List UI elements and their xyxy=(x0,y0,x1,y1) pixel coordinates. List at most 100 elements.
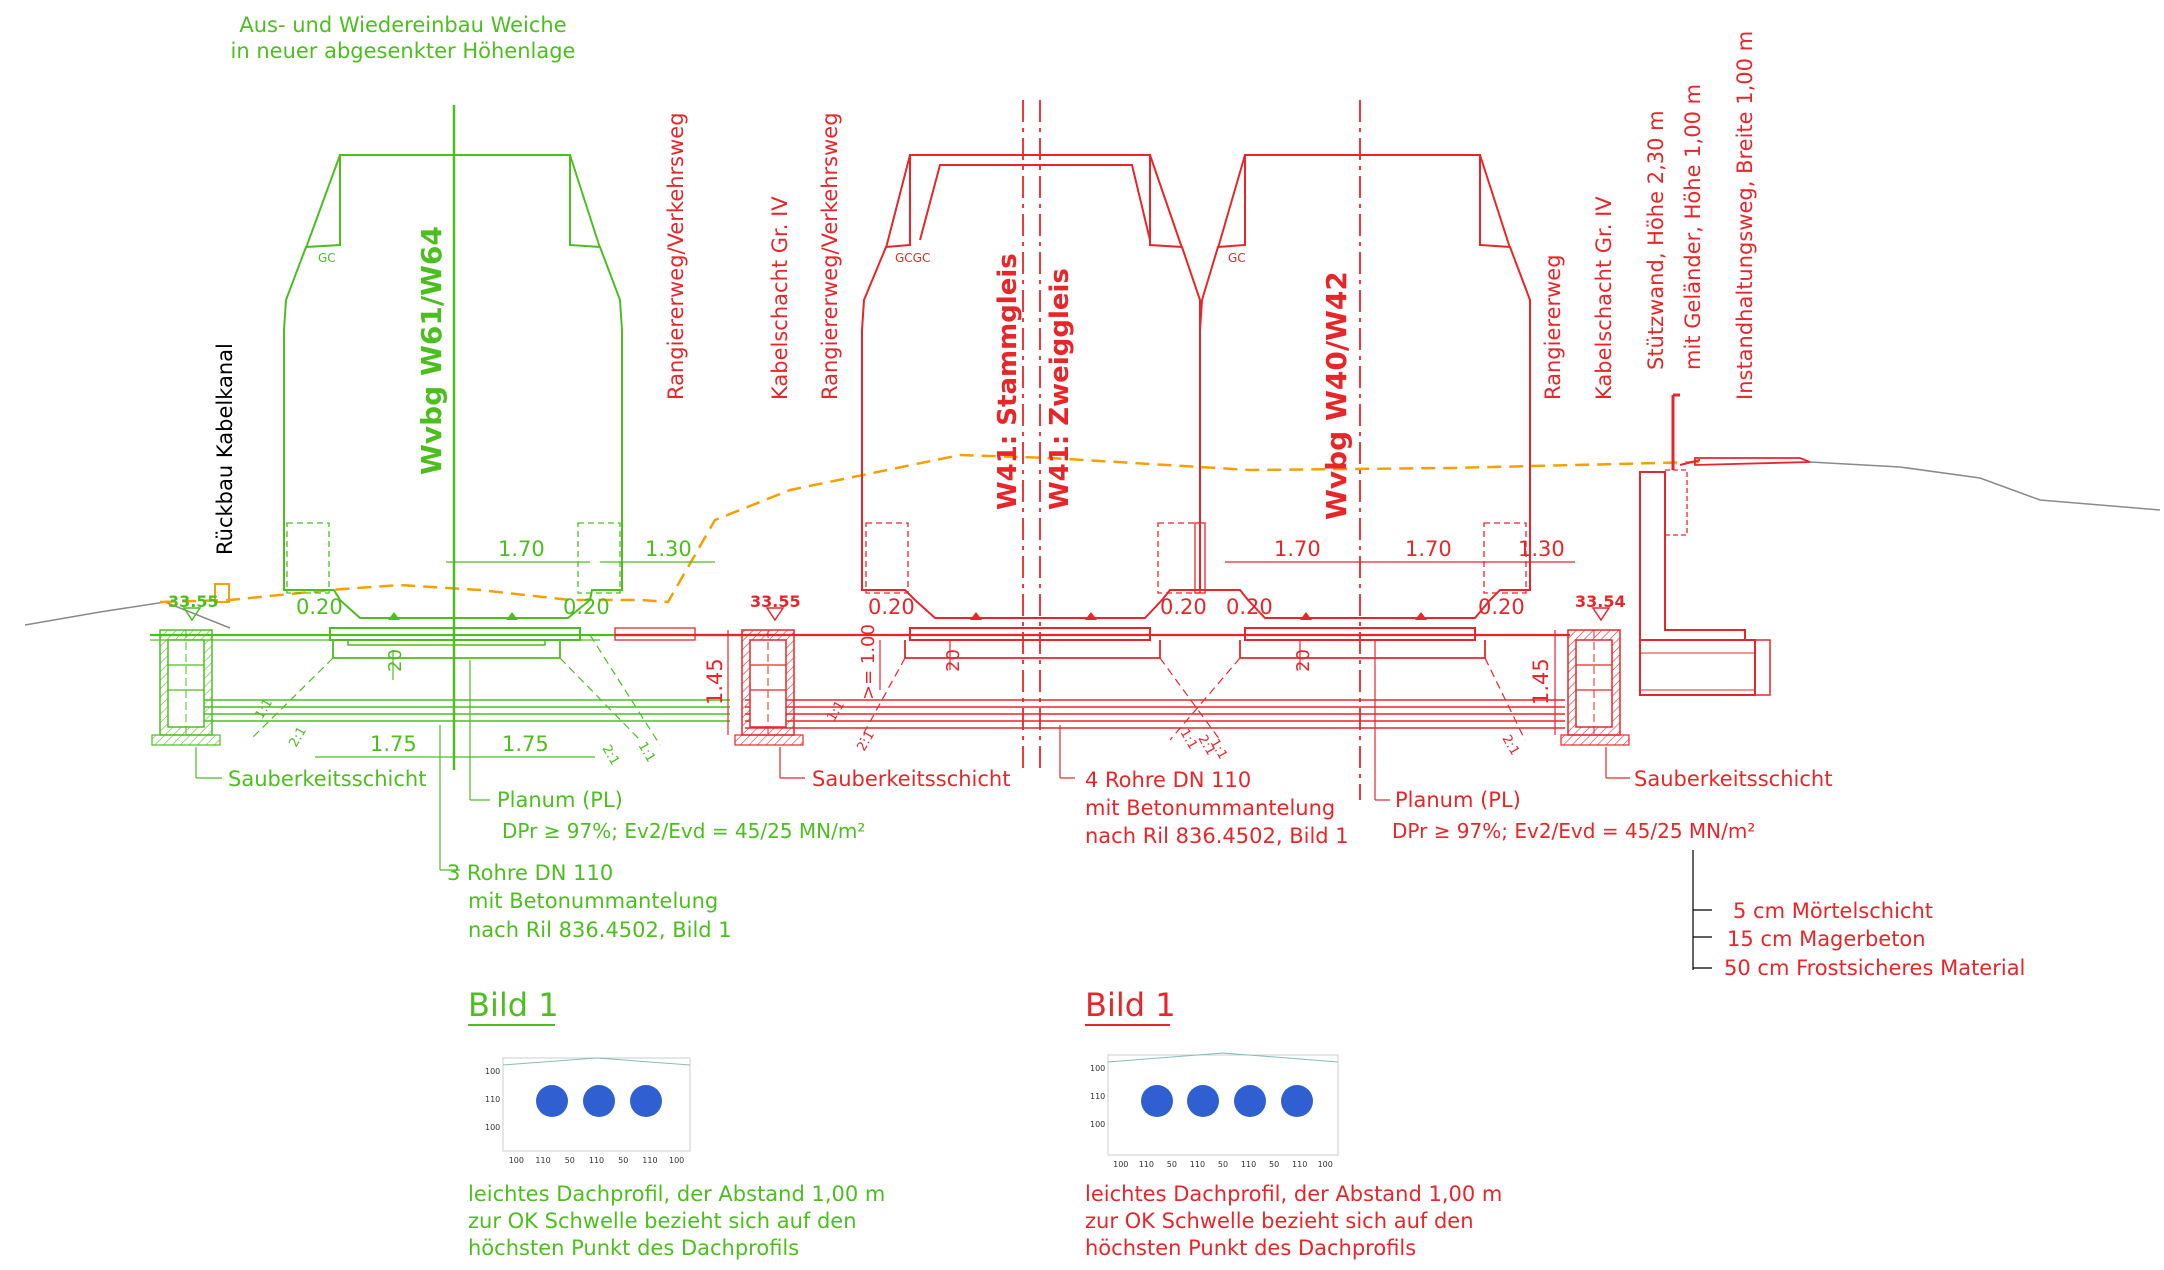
dim-170-left: 1.70 xyxy=(498,537,545,561)
bild_right-ytick: 110 xyxy=(1090,1092,1105,1101)
label-rangiererweg-3: Rangiererweg xyxy=(1541,254,1565,400)
bild_right-xtick: 110 xyxy=(1190,1160,1205,1169)
dim-170-r2: 1.70 xyxy=(1405,537,1452,561)
dim-020-b: 0.20 xyxy=(563,595,610,619)
bild_right-xtick: 50 xyxy=(1167,1160,1177,1169)
label-gelaender: mit Geländer, Höhe 1,00 m xyxy=(1681,84,1705,370)
label-stuetzwand: Stützwand, Höhe 2,30 m xyxy=(1644,110,1668,370)
bild_left-xtick: 50 xyxy=(618,1156,628,1165)
bild-right-note1: leichtes Dachprofil, der Abstand 1,00 m xyxy=(1085,1182,1502,1206)
rohre3-line1: 3 Rohre DN 110 xyxy=(447,861,613,885)
bild-right-note3: höchsten Punkt des Dachprofils xyxy=(1085,1236,1416,1260)
label-instandhaltung: Instandhaltungsweg, Breite 1,00 m xyxy=(1733,31,1757,400)
dim-20-a: 20 xyxy=(385,649,406,672)
slope-r-6: 2:1 xyxy=(1499,733,1522,759)
bild_left-ytick: 100 xyxy=(485,1123,500,1132)
header-line-1: Aus- und Wiedereinbau Weiche xyxy=(239,13,566,37)
label-gc-2: GC xyxy=(1228,251,1246,265)
label-wvbg-left: Wvbg W61/W64 xyxy=(415,226,448,475)
label-w41-stamm: W41: Stammgleis xyxy=(993,253,1023,510)
dim-175-b: 1.75 xyxy=(502,732,549,756)
pipe-right-4 xyxy=(1281,1085,1313,1117)
bild_right-xtick: 50 xyxy=(1269,1160,1279,1169)
sauberkeit-2: Sauberkeitsschicht xyxy=(812,767,1010,791)
green-track-section xyxy=(150,105,770,871)
pipe-right-2 xyxy=(1187,1085,1219,1117)
pipe-left-1 xyxy=(536,1085,568,1117)
bild-right-note2: zur OK Schwelle bezieht sich auf den xyxy=(1085,1209,1474,1233)
planum-right-spec: DPr ≥ 97%; Ev2/Evd = 45/25 MN/m² xyxy=(1392,819,1755,843)
dim-020-e: 0.20 xyxy=(1226,595,1273,619)
bild_right-xtick: 110 xyxy=(1241,1160,1256,1169)
red-track-section xyxy=(614,100,1811,970)
slope-left-2: 2:1 xyxy=(286,724,309,750)
bild-left-note2: zur OK Schwelle bezieht sich auf den xyxy=(468,1209,857,1233)
dim-130-left: 1.30 xyxy=(645,537,692,561)
bild_left-xtick: 110 xyxy=(642,1156,657,1165)
bild-left-note1: leichtes Dachprofil, der Abstand 1,00 m xyxy=(468,1182,885,1206)
dim-020-d: 0.20 xyxy=(1160,595,1207,619)
slope-r-1: 1:1 xyxy=(824,698,847,724)
dim-020-c: 0.20 xyxy=(868,595,915,619)
bild_right-xtick: 50 xyxy=(1218,1160,1228,1169)
bild_left-ytick: 100 xyxy=(485,1067,500,1076)
bild_right-xtick: 110 xyxy=(1139,1160,1154,1169)
label-w41-zweig: W41: Zweiggleis xyxy=(1045,268,1075,510)
sauberkeit-1: Sauberkeitsschicht xyxy=(228,767,426,791)
pipe-right-3 xyxy=(1234,1085,1266,1117)
bild_left-xtick: 50 xyxy=(565,1156,575,1165)
label-rueckbau: Rückbau Kabelkanal xyxy=(213,343,237,555)
pipe-right-1 xyxy=(1141,1085,1173,1117)
label-gcgc: GCGC xyxy=(895,251,930,265)
bild_right-xtick: 100 xyxy=(1318,1160,1333,1169)
text-layer: Aus- und Wiedereinbau Weiche in neuer ab… xyxy=(168,13,2025,980)
rohre3-line2: mit Betonummantelung xyxy=(468,889,718,913)
bild-left-note3: höchsten Punkt des Dachprofils xyxy=(468,1236,799,1260)
label-wvbg-right: Wvbg W40/W42 xyxy=(1320,271,1353,520)
slope-left-3: 2:1 xyxy=(599,743,622,769)
dim-145-a: 1.45 xyxy=(703,658,727,705)
clearance-profile-w40 xyxy=(1199,154,1531,619)
bild-left-title: Bild 1 xyxy=(468,986,559,1024)
level-mid: 33.55 xyxy=(750,592,801,611)
bild_left-xtick: 100 xyxy=(509,1156,524,1165)
layer-1: 5 cm Mörtelschicht xyxy=(1733,899,1933,923)
rohre3-line3: nach Ril 836.4502, Bild 1 xyxy=(468,918,732,942)
label-kabelschacht-2: Kabelschacht Gr. IV xyxy=(1592,196,1616,400)
label-rangierer-2: Rangiererweg/Verkehrsweg xyxy=(818,112,842,400)
sauberkeit-3: Sauberkeitsschicht xyxy=(1634,767,1832,791)
terrain-left xyxy=(24,601,231,629)
slope-left-4: 1:1 xyxy=(635,740,658,766)
rohre4-line2: mit Betonummantelung xyxy=(1085,796,1335,820)
bild_left-xtick: 110 xyxy=(535,1156,550,1165)
dim-020-a: 0.20 xyxy=(296,595,343,619)
pipe-left-2 xyxy=(583,1085,615,1117)
bild_right-xtick: 100 xyxy=(1113,1160,1128,1169)
dim-175-a: 1.75 xyxy=(370,732,417,756)
dim-130-right: 1.30 xyxy=(1518,537,1565,561)
level-right: 33.54 xyxy=(1575,592,1626,611)
header-line-2: in neuer abgesenkter Höhenlage xyxy=(231,39,576,63)
rohre4-line3: nach Ril 836.4502, Bild 1 xyxy=(1085,824,1349,848)
rohre4-line1: 4 Rohre DN 110 xyxy=(1085,768,1251,792)
dim-20-c: 20 xyxy=(1293,649,1314,672)
pipe-left-3 xyxy=(630,1085,662,1117)
dim-100: >= 1.00 xyxy=(858,624,879,700)
label-rangierer-1: Rangiererweg/Verkehrsweg xyxy=(664,112,688,400)
layer-3: 50 cm Frostsicheres Material xyxy=(1724,956,2025,980)
dim-145-b: 1.45 xyxy=(1529,658,1553,705)
dim-020-f: 0.20 xyxy=(1478,595,1525,619)
clearance-profile-w41 xyxy=(861,154,1201,619)
planum-right: Planum (PL) xyxy=(1395,788,1521,812)
bild_right-ytick: 100 xyxy=(1090,1120,1105,1129)
planum-left: Planum (PL) xyxy=(497,788,623,812)
bild-right-title: Bild 1 xyxy=(1085,986,1176,1024)
bild_right-ytick: 100 xyxy=(1090,1064,1105,1073)
label-kabelschacht-1: Kabelschacht Gr. IV xyxy=(768,196,792,400)
bild_left-xtick: 100 xyxy=(669,1156,684,1165)
retaining-wall xyxy=(1639,471,1755,641)
slope-r-2: 2:1 xyxy=(854,728,877,754)
